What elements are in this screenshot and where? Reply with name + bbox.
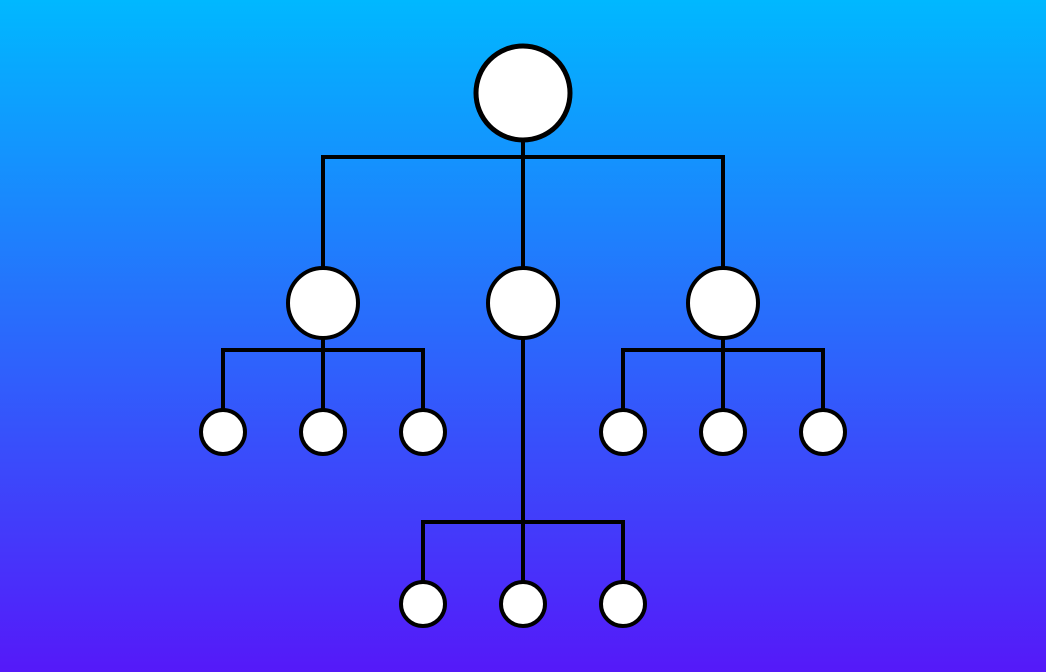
tree-node-right [686,266,760,340]
connector-group [221,140,825,582]
tree-node-middle-1 [399,580,447,628]
tree-node-middle-3 [599,580,647,628]
tree-node-left-3 [399,408,447,456]
node-group [199,43,847,628]
tree-node-left-2 [299,408,347,456]
tree-node-left [286,266,360,340]
tree-node-root [473,43,573,143]
tree-node-right-2 [699,408,747,456]
tree-node-middle-2 [499,580,547,628]
tree-node-right-3 [799,408,847,456]
tree-node-right-1 [599,408,647,456]
tree-node-middle [486,266,560,340]
tree-node-left-1 [199,408,247,456]
